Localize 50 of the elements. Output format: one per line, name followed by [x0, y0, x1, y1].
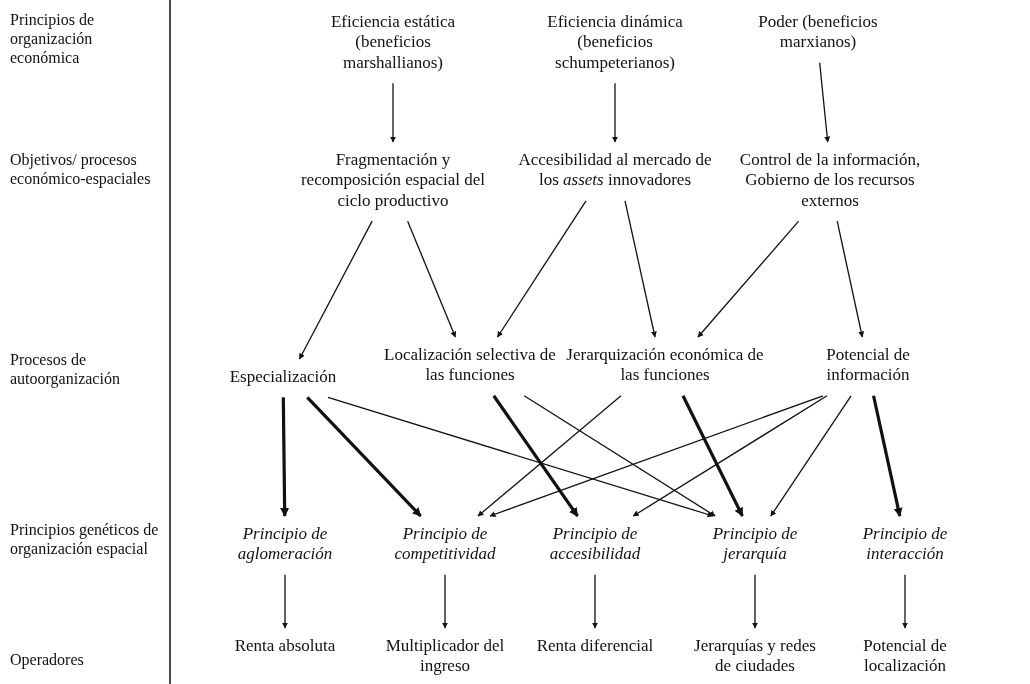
arrow [489, 395, 824, 517]
arrow [697, 220, 800, 338]
node-text: Potencial de información [793, 345, 943, 386]
arrow [306, 396, 422, 518]
arrow [327, 396, 714, 518]
node-text: Principio de accesibilidad [525, 524, 665, 565]
row-label: Principios genéticos de organización espacial [10, 520, 160, 559]
arrow [298, 220, 373, 360]
arrow [442, 574, 448, 629]
arrow [752, 574, 758, 629]
node-text: Principio de aglomeración [215, 524, 355, 565]
node-text: Eficiencia dinámica (beneficios schumpeterianos) [525, 12, 705, 74]
arrow [872, 395, 903, 517]
node-text: Accesibilidad al mercado de los assets innovadores [515, 150, 715, 191]
row-label: Operadores [10, 650, 85, 670]
node-text: Principio de jerarquía [685, 524, 825, 565]
node-text: Principio de competitividad [370, 524, 520, 565]
arrow [280, 397, 290, 517]
node-text: Renta absoluta [220, 636, 350, 657]
arrow [492, 394, 579, 517]
node-text: Localización selectiva de las funciones [375, 345, 565, 386]
node-text: Fragmentación y recomposición espacial del ciclo productivo [298, 150, 488, 212]
node-text: Jerarquización económica de las funciones [565, 345, 765, 386]
arrow [836, 220, 865, 338]
arrow [407, 220, 457, 338]
row-label: Objetivos/ procesos económico-espaciales [10, 150, 152, 189]
arrow [632, 395, 828, 517]
node-text: Especialización [208, 367, 358, 388]
arrow [390, 82, 396, 143]
node-text: Jerarquías y redes de ciudades [690, 636, 820, 677]
arrow [612, 82, 618, 143]
arrow [282, 574, 288, 629]
arrow [819, 62, 831, 143]
node-text: Potencial de localización [840, 636, 970, 677]
arrow [496, 200, 587, 338]
arrow [523, 395, 716, 517]
node-text: Renta diferencial [530, 636, 660, 657]
node-text: Poder (beneficios marxianos) [748, 12, 888, 53]
arrow [592, 574, 598, 629]
row-label: Principios de organización económica [10, 10, 95, 68]
node-text: Multiplicador del ingreso [375, 636, 515, 677]
arrow [770, 395, 852, 517]
node-text: Control de la información, Gobierno de los recursos externos [735, 150, 925, 212]
arrow [681, 395, 744, 517]
arrow [624, 200, 657, 338]
node-text: Eficiencia estática (beneficios marshallianos) [308, 12, 478, 74]
row-label: Procesos de autoorganización [10, 350, 121, 389]
node-text: Principio de interacción [835, 524, 975, 565]
arrow [477, 395, 622, 517]
arrow [902, 574, 908, 629]
